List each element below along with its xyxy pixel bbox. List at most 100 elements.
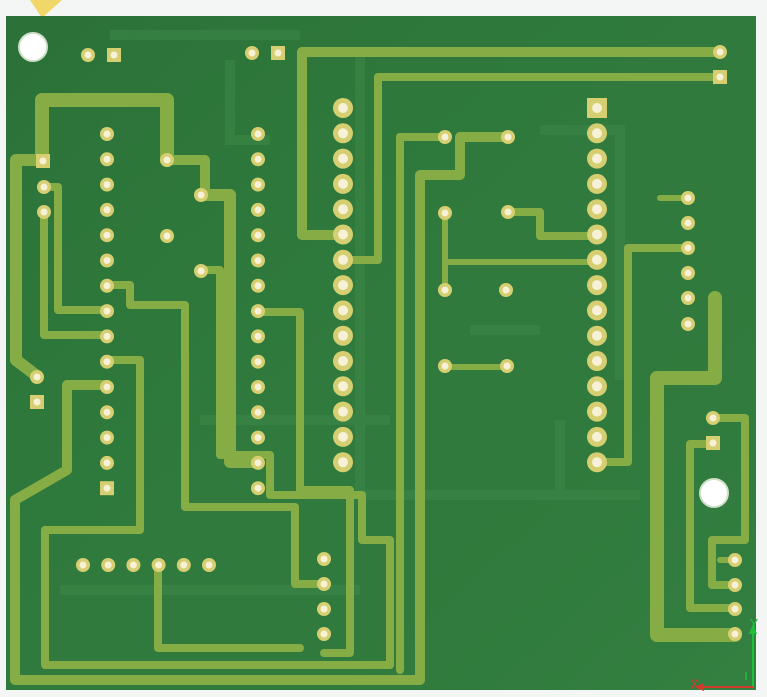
round-pad	[160, 153, 174, 167]
top-layer-traces	[10, 47, 749, 685]
x-axis-label: X	[690, 678, 699, 693]
round-pad	[251, 430, 265, 445]
round-pad	[100, 380, 114, 394]
round-pad	[100, 253, 114, 268]
round-pad	[713, 45, 727, 59]
round-pad	[251, 278, 265, 293]
round-pad	[101, 558, 116, 572]
round-pad	[587, 376, 607, 397]
square-pad	[706, 436, 720, 450]
round-pad	[100, 202, 114, 217]
round-pad	[333, 199, 353, 220]
round-pad	[194, 264, 208, 278]
y-axis-label: Y	[750, 618, 758, 633]
round-pad	[333, 249, 353, 270]
round-pad	[251, 455, 265, 470]
round-pad	[100, 177, 114, 192]
round-pad	[587, 224, 607, 245]
round-pad	[681, 317, 695, 331]
round-pad	[587, 351, 607, 371]
round-pad	[681, 266, 695, 280]
round-pad	[100, 430, 114, 445]
round-pad	[587, 401, 607, 422]
round-pad	[333, 275, 353, 296]
round-pad	[126, 558, 141, 572]
round-pad	[438, 130, 452, 144]
round-pad	[681, 216, 695, 230]
round-pad	[333, 173, 353, 194]
round-pad	[176, 558, 191, 572]
round-pad	[251, 304, 265, 319]
round-pad	[100, 329, 114, 344]
round-pad	[202, 558, 216, 572]
round-pad	[587, 325, 607, 346]
round-pad	[333, 351, 353, 371]
round-pad	[587, 123, 607, 144]
round-pad	[251, 481, 265, 496]
round-pad	[333, 123, 353, 144]
round-pad	[499, 283, 513, 297]
square-pad	[587, 98, 607, 118]
square-pad	[271, 46, 285, 60]
round-pad	[500, 359, 514, 373]
corner-marker-icon	[30, 0, 62, 18]
round-pad	[333, 452, 353, 473]
round-pad	[681, 191, 695, 205]
round-pad	[587, 173, 607, 194]
round-pad	[251, 152, 265, 167]
round-pad	[317, 627, 331, 641]
round-pad	[728, 578, 742, 592]
round-pad	[251, 253, 265, 268]
round-pad	[251, 380, 265, 394]
round-pad	[681, 291, 695, 305]
round-pad	[438, 206, 452, 220]
round-pad	[251, 405, 265, 420]
round-pad	[438, 359, 452, 373]
round-pad	[587, 426, 607, 447]
square-pad	[107, 48, 121, 62]
round-pad	[37, 205, 51, 219]
round-pad	[76, 558, 90, 572]
round-pad	[251, 202, 265, 217]
round-pad	[333, 376, 353, 397]
round-pad	[100, 405, 114, 420]
round-pad	[251, 228, 265, 243]
round-pad	[587, 249, 607, 270]
mount-hole-icon	[699, 478, 729, 508]
round-pad	[100, 278, 114, 293]
round-pad	[438, 283, 452, 297]
round-pad	[37, 180, 51, 194]
round-pad	[333, 224, 353, 245]
mount-hole-icon	[18, 32, 48, 62]
round-pad	[333, 401, 353, 422]
pads-layer	[30, 45, 742, 641]
round-pad	[251, 329, 265, 344]
round-pad	[587, 300, 607, 321]
round-pad	[100, 127, 114, 141]
round-pad	[317, 577, 331, 591]
axis-gizmo-icon	[694, 624, 757, 691]
round-pad	[100, 304, 114, 319]
round-pad	[681, 241, 695, 255]
round-pad	[587, 148, 607, 169]
round-pad	[333, 325, 353, 346]
round-pad	[81, 48, 95, 62]
square-pad	[36, 154, 50, 168]
round-pad	[245, 46, 259, 60]
round-pad	[333, 98, 353, 118]
round-pad	[160, 229, 174, 243]
round-pad	[333, 300, 353, 321]
round-pad	[333, 148, 353, 169]
round-pad	[30, 370, 44, 384]
round-pad	[706, 411, 720, 425]
round-pad	[587, 452, 607, 473]
round-pad	[728, 602, 742, 616]
round-pad	[151, 558, 166, 572]
round-pad	[251, 127, 265, 141]
round-pad	[587, 199, 607, 220]
round-pad	[317, 602, 331, 616]
round-pad	[251, 354, 265, 369]
round-pad	[728, 553, 742, 567]
